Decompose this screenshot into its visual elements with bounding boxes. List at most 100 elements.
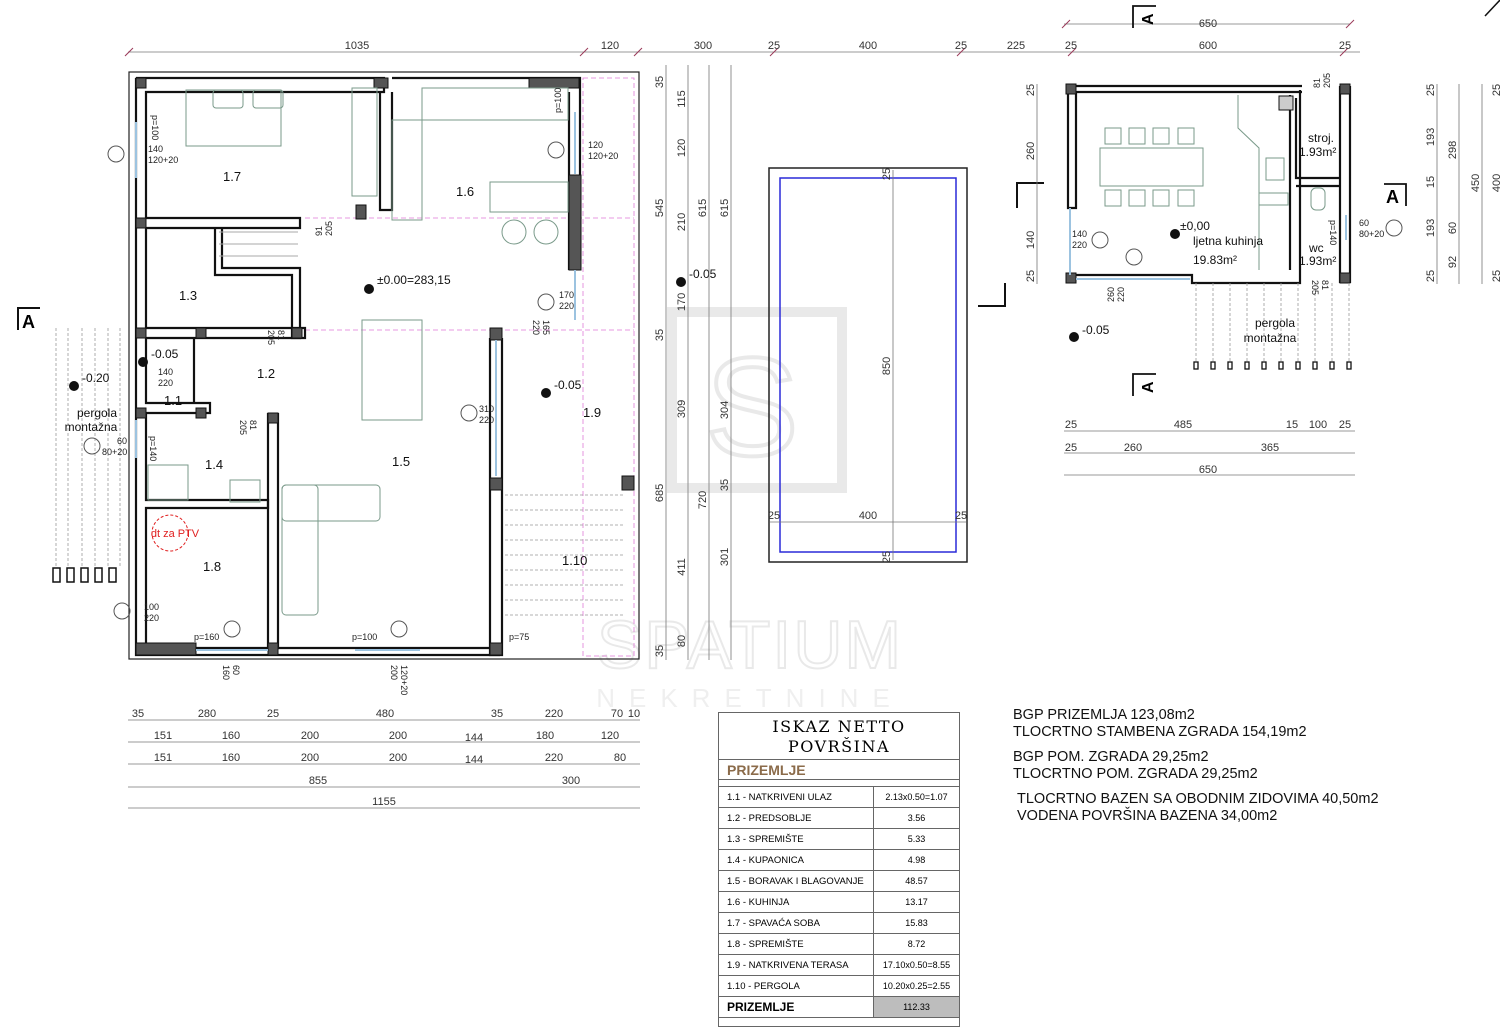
drawing-label: 140 — [158, 367, 173, 377]
drawing-label: 35 — [654, 329, 666, 341]
drawing-label: 92 — [1447, 256, 1459, 268]
drawing-label: 80+20 — [102, 447, 127, 457]
drawing-label: pergola — [1255, 316, 1295, 330]
table-title: ISKAZ NETTO POVRŠINA — [719, 713, 959, 760]
drawing-label: 411 — [676, 558, 688, 576]
drawing-label: 25 — [768, 40, 780, 52]
drawing-label: 600 — [1199, 40, 1217, 52]
drawing-label: 160 — [222, 752, 240, 764]
drawing-label: 720 — [697, 491, 709, 509]
drawing-label: 480 — [376, 708, 394, 720]
drawing-label: 25 — [955, 40, 967, 52]
drawing-label: 220 — [531, 320, 541, 335]
drawing-label: 615 — [719, 199, 731, 217]
drawing-label: -0.05 — [1082, 323, 1110, 337]
drawing-label: 301 — [719, 548, 731, 566]
drawing-label: montažna — [65, 420, 118, 434]
drawing-label: 25 — [1339, 40, 1351, 52]
room-label: 1.1 — [164, 393, 182, 408]
drawing-label: 220 — [545, 752, 563, 764]
drawing-label: 25 — [881, 551, 893, 563]
room-label: 1.3 — [179, 288, 197, 303]
drawing-label: p=160 — [194, 632, 219, 642]
drawing-label: 400 — [859, 510, 877, 522]
drawing-label: -0.05 — [554, 378, 582, 392]
drawing-label: 200 — [389, 665, 399, 680]
drawing-label: 1035 — [345, 40, 369, 52]
top-dimensions: 1035 120 300 25 400 25 225 25 600 25 650 — [124, 18, 1360, 57]
room-label: 1.6 — [456, 184, 474, 199]
drawing-label: 120+20 — [588, 151, 618, 161]
drawing-label: 650 — [1199, 464, 1217, 476]
drawing-label: 25 — [1065, 40, 1077, 52]
drawing-label: 1155 — [372, 796, 396, 808]
drawing-label: 260 — [1106, 287, 1116, 302]
drawing-label: ±0.00=283,15 — [377, 273, 451, 287]
drawing-label: 225 — [1007, 40, 1025, 52]
drawing-label: 115 — [676, 90, 688, 108]
drawing-label: 140 — [1025, 231, 1037, 249]
drawing-label: 200 — [301, 752, 319, 764]
drawing-label: 1.93m² — [1299, 254, 1336, 268]
drawing-label: 120 — [601, 730, 619, 742]
area-summary: BGP PRIZEMLJA 123,08m2 TLOCRTNO STAMBENA… — [1013, 707, 1379, 833]
drawing-label: 685 — [654, 484, 666, 502]
drawing-label: 205 — [1322, 73, 1332, 88]
section-marker-a: A — [17, 307, 40, 332]
drawing-label: 485 — [1174, 419, 1192, 431]
drawing-label: 205 — [238, 420, 248, 435]
drawing-label: 140 — [1072, 229, 1087, 239]
room-label: 1.4 — [205, 457, 223, 472]
drawing-label: 35 — [654, 645, 666, 657]
drawing-label: 60 — [117, 436, 127, 446]
drawing-label: -0.05 — [689, 267, 717, 281]
furniture — [147, 87, 625, 616]
drawing-label: 120+20 — [399, 665, 409, 695]
drawing-label: 25 — [1491, 84, 1500, 96]
drawing-label: 260 — [1124, 442, 1142, 454]
drawing-label: 260 — [1025, 142, 1037, 160]
ptv-label: dt za PTV — [151, 528, 200, 540]
pergola-label: pergola — [77, 406, 117, 420]
drawing-label: 144 — [465, 754, 483, 766]
room-label: 1.7 — [223, 169, 241, 184]
drawing-label: 650 — [1199, 18, 1217, 30]
drawing-label: 15 — [1425, 176, 1437, 188]
drawing-label: 81 — [276, 330, 286, 340]
drawing-label: ljetna kuhinja — [1193, 234, 1263, 248]
drawing-label: 120 — [588, 140, 603, 150]
drawing-label: p=100 — [553, 88, 563, 113]
drawing-label: 25 — [1025, 84, 1037, 96]
drawing-label: 300 — [694, 40, 712, 52]
drawing-label: -0.20 — [82, 371, 110, 385]
drawing-label: 855 — [309, 775, 327, 787]
drawing-label: 60 — [1447, 222, 1459, 234]
table-section-header: PRIZEMLJE — [719, 760, 959, 780]
drawing-label: 35 — [491, 708, 503, 720]
room-label: 1.9 — [583, 405, 601, 420]
drawing-label: 100 — [144, 602, 159, 612]
drawing-label: 850 — [881, 357, 893, 375]
drawing-label: 91 — [314, 226, 324, 236]
drawing-label: 25 — [1025, 270, 1037, 282]
room-label: 1.8 — [203, 559, 221, 574]
drawing-label: 220 — [479, 415, 494, 425]
pool: 25 850 25 25 400 25 — [768, 167, 1006, 563]
drawing-label: 120+20 — [148, 155, 178, 165]
drawing-label: 100 — [1309, 419, 1327, 431]
drawing-label: 120 — [676, 139, 688, 157]
drawing-label: stroj. — [1308, 131, 1334, 145]
main-house: pergola montažna 1.1 1.2 1.3 1.4 1.5 1.6… — [17, 71, 717, 695]
drawing-label: 25 — [1491, 270, 1500, 282]
drawing-label: 151 — [154, 752, 172, 764]
drawing-label: 81 — [1320, 280, 1330, 290]
drawing-label: p=100 — [150, 115, 160, 140]
drawing-label: 220 — [1116, 287, 1126, 302]
drawing-label: 81 — [248, 420, 258, 430]
drawing-label: 210 — [676, 213, 688, 231]
